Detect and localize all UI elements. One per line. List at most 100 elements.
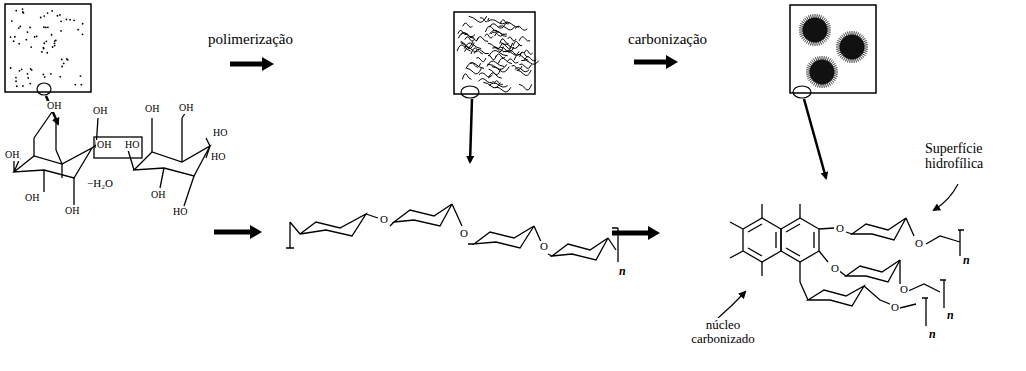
- process-arrow: [214, 230, 252, 235]
- sphere-hair: [842, 35, 845, 38]
- sphere-hair: [808, 15, 810, 19]
- callout-pointer: [718, 292, 745, 318]
- monomer-dot: [27, 73, 29, 75]
- carbon-spheres: [799, 14, 868, 88]
- zoom-circle: [461, 86, 479, 98]
- sphere-hair: [825, 57, 826, 61]
- polymer-strand: [465, 37, 474, 41]
- polymer-chain: [286, 204, 618, 262]
- polymer-strand: [464, 43, 481, 49]
- monomer-dot: [51, 10, 53, 12]
- monomer-dot: [14, 36, 16, 38]
- monomer-dots: [10, 8, 84, 87]
- atom-label: O: [379, 214, 389, 226]
- atom-label: HO: [212, 128, 228, 139]
- sphere-hair: [859, 57, 861, 60]
- monomer-dot: [29, 27, 31, 29]
- monomer-dot: [43, 15, 45, 17]
- sphere-hair: [864, 50, 868, 51]
- polymer-strand: [457, 45, 471, 51]
- sphere-hair: [825, 37, 828, 39]
- sphere-hair: [805, 39, 808, 42]
- sphere-hair: [832, 63, 835, 65]
- sphere-hair: [834, 69, 838, 71]
- sphere-hair: [812, 42, 814, 46]
- sphere-hair: [812, 81, 815, 84]
- polymer-strand: [485, 34, 493, 38]
- sphere-hair: [855, 59, 856, 63]
- process-arrow: [262, 57, 274, 71]
- callout-pointer: [934, 184, 958, 210]
- monomer-dot: [10, 67, 12, 69]
- sphere-hair: [845, 32, 847, 36]
- polymer-strand: [499, 26, 515, 30]
- sphere-hair: [830, 81, 833, 84]
- carbonized-structure: [730, 204, 964, 326]
- polymer-strand: [490, 30, 507, 34]
- sphere-hair: [827, 30, 831, 31]
- sphere-hair: [820, 41, 822, 45]
- process-arrow: [666, 55, 678, 69]
- sphere-hair: [861, 37, 864, 40]
- sphere-hair: [812, 14, 814, 18]
- sphere-hair: [864, 48, 868, 50]
- atom-label: n: [928, 328, 937, 341]
- sphere-hair: [829, 59, 831, 62]
- sphere-hair: [833, 65, 837, 67]
- sphere-hair: [827, 31, 831, 33]
- atom-label: OH: [64, 206, 80, 217]
- polymer-strand: [469, 16, 487, 22]
- monomer-dot: [43, 48, 45, 50]
- sphere-hair: [860, 56, 863, 59]
- sphere-hair: [815, 42, 816, 46]
- atom-label: OH: [178, 103, 194, 114]
- sphere-hair: [822, 40, 824, 43]
- polymer-strand: [519, 37, 530, 41]
- monomer-dot: [47, 26, 49, 28]
- monomer-dot: [59, 14, 61, 16]
- sphere-hair: [834, 75, 838, 76]
- polymer-strand: [496, 54, 505, 58]
- atom-label: n: [618, 265, 627, 278]
- polymer-strand: [466, 68, 481, 74]
- polymer-strand: [521, 60, 538, 64]
- sphere-hair: [861, 55, 864, 58]
- monomer-dot: [30, 68, 32, 70]
- sphere-hair: [806, 40, 808, 43]
- sphere-hair: [822, 84, 823, 88]
- sphere-hair: [818, 84, 819, 88]
- monomer-dot: [82, 33, 84, 35]
- zoom-pointer: [804, 99, 826, 178]
- atom-label: HO: [124, 140, 140, 151]
- polymer-strand: [483, 82, 500, 88]
- atom-label: O: [835, 223, 845, 235]
- sphere-hair: [823, 18, 826, 21]
- sphere-hair: [833, 77, 837, 79]
- monomer-dot: [15, 80, 17, 82]
- sphere-hair: [831, 62, 834, 65]
- sphere-hair: [834, 73, 838, 75]
- atom-label: O: [459, 228, 469, 240]
- monomer-dot: [10, 36, 12, 38]
- sphere-hair: [813, 59, 815, 62]
- sphere-hair: [810, 80, 813, 83]
- sphere-hair: [842, 56, 845, 59]
- sphere-hair: [843, 34, 845, 37]
- monomer-dot: [60, 30, 62, 32]
- monomer-dot: [46, 52, 48, 54]
- glucose-molecules: [14, 112, 210, 206]
- sphere-hair: [837, 52, 841, 54]
- sphere-hair: [839, 54, 842, 56]
- monomer-dot: [80, 75, 82, 77]
- sphere-hair: [863, 40, 867, 42]
- sphere-hair: [812, 60, 815, 63]
- monomer-dot: [40, 17, 42, 19]
- monomer-dot: [80, 84, 82, 86]
- sphere-hair: [864, 44, 868, 46]
- atom-label: O: [899, 284, 909, 296]
- sphere-hair: [800, 35, 804, 37]
- sphere-hair: [852, 31, 853, 35]
- monomer-dot: [77, 29, 79, 31]
- monomer-dot: [60, 20, 62, 22]
- sphere-hair: [837, 50, 841, 51]
